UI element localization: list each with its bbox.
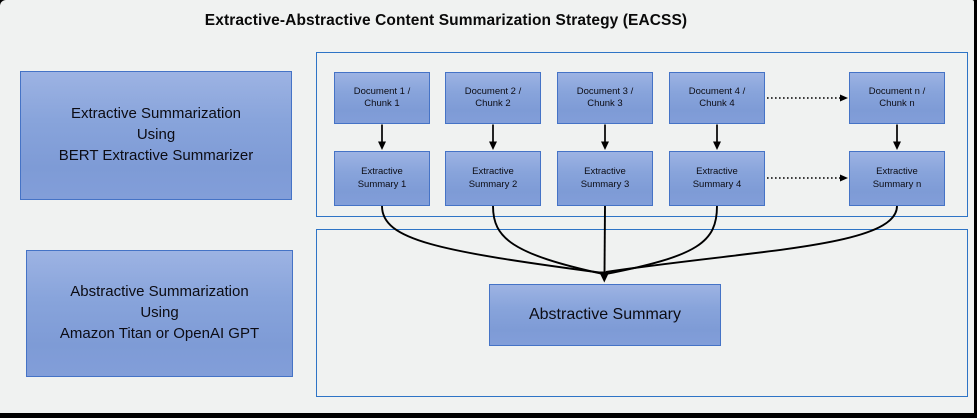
doc-label: Document 2 /	[464, 85, 522, 97]
abstractive-summary-box: Abstractive Summary	[489, 284, 721, 346]
panel-extractive-line: BERT Extractive Summarizer	[58, 146, 254, 164]
abstractive-summary-label: Abstractive Summary	[528, 306, 682, 323]
panel-extractive-line: Using	[136, 126, 176, 144]
diagram-title: Extractive-Abstractive Content Summariza…	[204, 12, 688, 29]
summary-label: Summary 2	[468, 178, 518, 190]
summary-label: Extractive	[696, 166, 738, 178]
panel-abstractive-line: Abstractive Summarization	[70, 283, 249, 301]
extractive-summary-box-n: Extractive Summary n	[849, 151, 945, 206]
summary-label: Summary 4	[692, 178, 742, 190]
doc-label: Document 3 /	[576, 85, 634, 97]
doc-label: Chunk 4	[699, 98, 735, 109]
extractive-summary-box-2: Extractive Summary 2	[445, 151, 541, 206]
document-chunk-box-4: Document 4 / Chunk 4	[669, 72, 765, 124]
doc-label: Document 1 /	[353, 85, 411, 97]
panel-extractive-line: Extractive Summarization	[70, 105, 242, 123]
panel-extractive-stage: Extractive Summarization Using BERT Extr…	[20, 71, 292, 200]
document-chunk-box-1: Document 1 / Chunk 1	[334, 72, 430, 124]
document-chunk-box-n: Document n / Chunk n	[849, 72, 945, 124]
summary-label: Summary n	[872, 178, 922, 190]
extractive-summary-box-4: Extractive Summary 4	[669, 151, 765, 206]
extractive-summary-box-1: Extractive Summary 1	[334, 151, 430, 206]
panel-abstractive-stage: Abstractive Summarization Using Amazon T…	[26, 250, 293, 377]
extractive-summary-box-3: Extractive Summary 3	[557, 151, 653, 206]
doc-label: Chunk 1	[364, 98, 400, 109]
doc-label: Chunk 3	[587, 98, 623, 109]
summary-label: Extractive	[361, 166, 403, 178]
summary-label: Extractive	[472, 166, 514, 178]
document-chunk-box-3: Document 3 / Chunk 3	[557, 72, 653, 124]
summary-label: Extractive	[584, 166, 626, 178]
summary-label: Summary 3	[580, 178, 630, 190]
document-chunk-box-2: Document 2 / Chunk 2	[445, 72, 541, 124]
doc-label: Chunk n	[879, 98, 915, 109]
panel-abstractive-line: Amazon Titan or OpenAI GPT	[59, 324, 260, 342]
doc-label: Chunk 2	[475, 98, 511, 109]
doc-label: Document 4 /	[688, 85, 746, 97]
summary-label: Summary 1	[357, 178, 407, 190]
doc-label: Document n /	[868, 85, 926, 97]
summary-label: Extractive	[876, 166, 918, 178]
panel-abstractive-line: Using	[140, 304, 179, 322]
